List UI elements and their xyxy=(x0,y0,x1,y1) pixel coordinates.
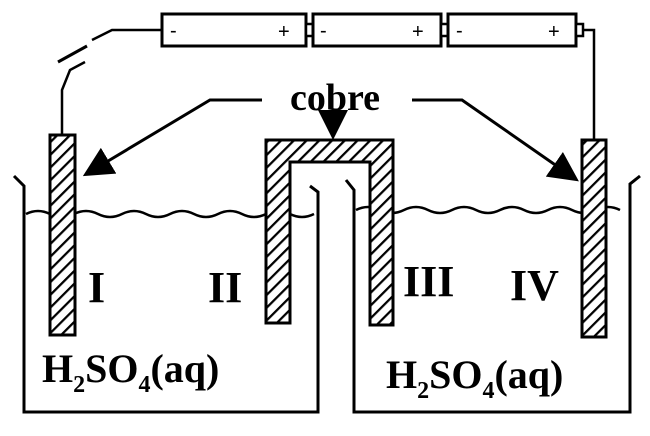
battery-3-negative: - xyxy=(456,20,463,42)
electrode-label-II: II xyxy=(208,263,242,312)
circuit-wires xyxy=(57,28,596,140)
material-label: cobre xyxy=(290,77,380,119)
solution-label-right: H2SO4(aq) xyxy=(386,352,563,404)
battery-2-negative: - xyxy=(320,20,327,42)
beakers xyxy=(12,174,641,414)
electrodes xyxy=(48,133,608,339)
battery-3: - + xyxy=(446,12,585,48)
electrode-IV xyxy=(580,138,608,339)
arrow-to-I xyxy=(82,98,262,177)
liquid-surface-right xyxy=(355,205,621,215)
arrow-to-IV xyxy=(412,98,579,182)
battery-2: - + xyxy=(311,12,450,48)
electrode-label-III: III xyxy=(403,257,454,306)
beaker-right xyxy=(344,174,641,414)
wire-left-down xyxy=(60,60,86,135)
solution-label-left: H2SO4(aq) xyxy=(42,346,219,398)
beaker-left xyxy=(12,174,320,414)
wire-left-top xyxy=(91,28,162,42)
electrode-label-IV: IV xyxy=(510,261,559,310)
switch-lever xyxy=(57,44,88,64)
label-arrows xyxy=(82,98,579,182)
battery-pack: - + - + - + xyxy=(160,12,585,48)
electrode-label-I: I xyxy=(88,263,105,312)
battery-1-negative: - xyxy=(170,20,177,42)
battery-2-positive: + xyxy=(412,21,424,43)
copper-bridge xyxy=(264,138,395,327)
wire-right xyxy=(583,28,596,140)
battery-3-positive: + xyxy=(548,21,560,43)
liquid-surfaces xyxy=(25,205,621,219)
battery-1: - + xyxy=(160,12,315,48)
battery-1-positive: + xyxy=(278,21,290,43)
electrode-I xyxy=(48,133,77,337)
